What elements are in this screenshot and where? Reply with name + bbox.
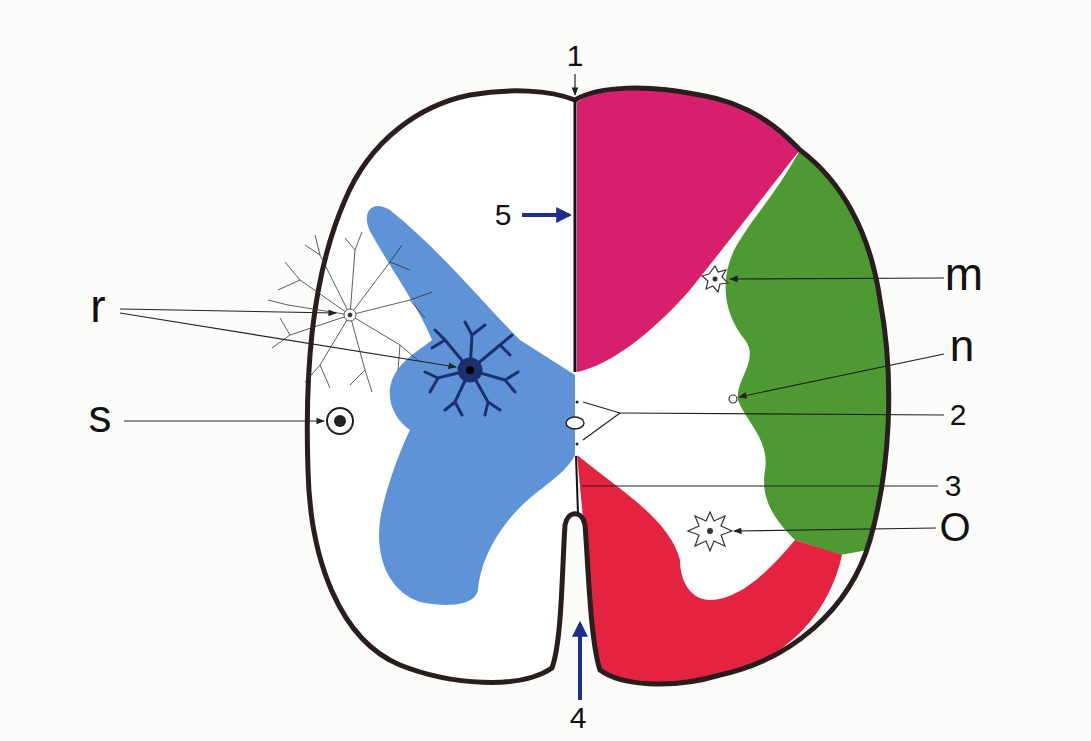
pointer-arrow — [578, 624, 582, 700]
leader-line — [734, 528, 936, 531]
central-canal — [566, 417, 584, 429]
leader-line — [120, 309, 336, 313]
leader-line — [620, 413, 944, 415]
grey-matter — [367, 206, 575, 605]
axon-core — [334, 415, 346, 427]
cell-body — [459, 359, 481, 381]
leader-line — [739, 354, 944, 397]
lateral-column — [726, 150, 889, 555]
cell-outline — [702, 266, 728, 292]
callout-letter: s — [89, 393, 112, 439]
small-cell — [702, 266, 728, 292]
axon-sheath — [327, 408, 353, 434]
callout-letter: m — [945, 251, 983, 297]
small-cell — [729, 395, 737, 403]
callout-number: 5 — [495, 200, 512, 230]
callout-number: 2 — [950, 400, 967, 430]
cell-nucleus — [707, 528, 713, 534]
astrocyte-body — [344, 309, 356, 321]
leader-line — [583, 413, 620, 440]
leader-line — [582, 485, 938, 486]
grey-matter-cell — [425, 322, 518, 415]
callout-number: 4 — [570, 703, 587, 733]
cell-nucleus — [713, 277, 718, 282]
callout-letter: n — [950, 324, 974, 368]
cord-outline — [307, 88, 888, 684]
callout-letter: r — [90, 283, 105, 329]
callout-number: 3 — [945, 471, 962, 501]
ventral-midline — [576, 456, 578, 514]
leader-line — [730, 278, 944, 279]
leader-line — [583, 402, 620, 413]
cell-outline — [688, 512, 732, 551]
canal-dot — [576, 401, 579, 404]
leader-line — [120, 313, 456, 367]
cell-processes — [425, 322, 518, 415]
leader-line — [124, 420, 324, 421]
callout-number: 1 — [567, 41, 584, 71]
cell-nucleus — [466, 366, 474, 374]
pointer-arrow — [522, 213, 569, 217]
ventral-column — [577, 455, 842, 684]
cord-fill — [307, 88, 888, 684]
canal-dot — [576, 443, 579, 446]
callout-letter: O — [939, 507, 970, 547]
leader-lines — [120, 74, 944, 531]
dorsal-septum — [574, 100, 577, 372]
star-cell — [688, 512, 732, 551]
astrocyte-nucleus — [348, 313, 352, 317]
leader-line — [574, 74, 575, 95]
